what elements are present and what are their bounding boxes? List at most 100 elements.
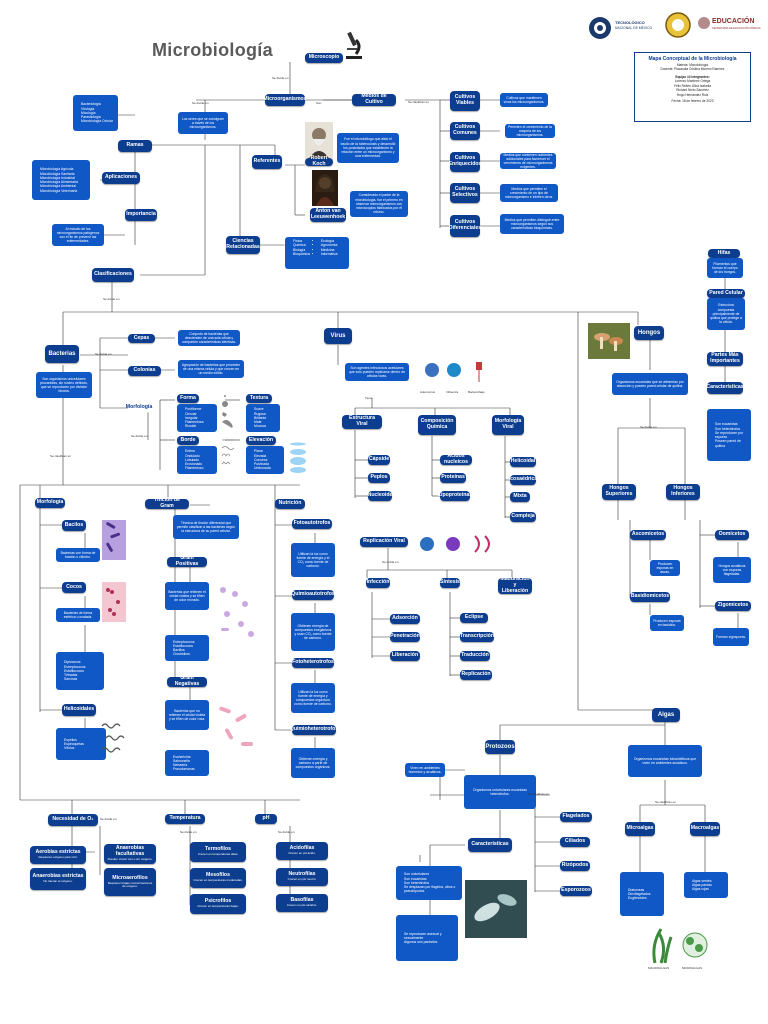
info-teacher: Docente: Placaudia Cristina Moreno Ramír… [660, 67, 725, 72]
node-cultivos-selectivos: Cultivos Selectivos [450, 183, 480, 203]
node-fotoheterotrofos: Fotoheterotrofos [292, 658, 334, 668]
node-ciliados: Ciliados [560, 837, 590, 847]
ramas-list: BacteriologíaVirologíaMicologíaParasitol… [73, 95, 118, 131]
cocos-definition: Bacterias de forma esférica u ovalada. [56, 608, 100, 622]
page-title: Microbiología [152, 40, 273, 60]
caracteristicas-protozoos-list: Son unicelularesSon eucariotasSon heteró… [396, 866, 462, 900]
cocos-image [102, 582, 126, 622]
importancia-definition: Al estudio de los microorganismos patóge… [52, 224, 104, 246]
node-sintesis: Síntesis [440, 578, 460, 588]
node-quimioautotrofos: Quimioautotrofos [291, 590, 335, 600]
fotoautotrofos-definition: Utilizan la luz como fuente de energía y… [291, 543, 335, 577]
robert-koch-portrait [305, 122, 333, 160]
connector-label: Se divide en [103, 297, 120, 301]
tecnm-logo-text-2: NACIONAL DE MÉXICO [615, 26, 653, 30]
node-hongos: Hongos [634, 326, 664, 340]
node-hongos-inferiores: Hongos Inferiores [666, 484, 700, 500]
node-estructura-viral: Estructura Viral [342, 415, 382, 429]
caption-influenza: Influenza [446, 390, 459, 394]
node-cocos: Cocos [62, 582, 86, 593]
node-acidos-nucleicos: Ácidos nucleicos [440, 453, 472, 465]
node-referentes: Referentes [252, 155, 282, 169]
info-date: Fecha: 18 de febrero de 2023 [671, 99, 714, 104]
pared-definition: Estructura compuesta principalmente de q… [707, 298, 745, 330]
connector-label: Se divide en [272, 76, 289, 80]
node-algas: Algas [652, 708, 680, 722]
node-cultivos-enriquecidos: Cultivos Enriquecidos [449, 152, 481, 172]
connector-label: Se divide en [640, 425, 657, 429]
node-forma: Forma [177, 394, 199, 403]
quimioheterotrofos-definition: Obtienen energía y carbono a partir de c… [291, 748, 335, 778]
node-elevacion: Elevación [246, 436, 276, 445]
caption-adenovirus: Adenovirus [420, 390, 436, 394]
connector-label: Se clasifican en [528, 792, 550, 796]
node-mixta: Mixta [510, 492, 530, 502]
cepas-definition: Conjunto de bacterias que descienden de … [178, 330, 240, 346]
textura-list: SuaveRugosaBrillanteMateMucosa [246, 404, 280, 432]
bacilos-image [102, 520, 126, 560]
colonias-definition: Agrupación de bacterias que proceden de … [178, 360, 244, 378]
selectivos-definition: Medios que permiten el crecimiento de un… [500, 184, 558, 202]
node-cepas: Cepas [128, 334, 155, 343]
node-basidiomicetos: Basidiomicetos [630, 592, 670, 602]
fotoheterotrofos-definition: Utilizan la luz como fuente de energía y… [291, 683, 335, 713]
macroalgae-image [652, 928, 673, 964]
node-helicoidal: Helicoidal [510, 457, 536, 467]
connector-label: Se divide en [382, 560, 399, 564]
node-adsorcion: Adsorción [390, 614, 420, 624]
node-replicacion: Replicación [460, 670, 492, 680]
node-protozoos: Protozoos [485, 740, 515, 754]
node-ascomicetos: Ascomicetos [630, 530, 666, 540]
gram-negative-image [219, 706, 253, 746]
virus-types-illustration [420, 535, 490, 553]
node-tincion-gram: Tinción de Gram [145, 497, 189, 509]
info-member: Hugo Hernández Ruiz [676, 92, 709, 97]
caption-macroalgas: MACROALGAS [648, 966, 670, 970]
node-lipoproteinas: Lipoproteínas [438, 491, 472, 501]
node-oomicetos: Oomicetos [715, 530, 749, 540]
microalgae-image [682, 932, 708, 958]
node-compleja: Compleja [510, 512, 536, 522]
node-fotoautotrofos: Fotoautotrofos [292, 519, 332, 529]
node-gram-positivas: Gram Positivas [167, 555, 207, 567]
info-title: Mapa Conceptual de la Microbiología [648, 56, 737, 62]
cocos-list: DiplococosEstreptococosEstafilococosTétr… [56, 652, 104, 690]
node-eclipse: Eclipse [460, 613, 488, 623]
node-macroalgas: Macroalgas [690, 822, 720, 836]
info-team-title: Equipo #4 Integrantes: [675, 74, 710, 79]
node-hifas: Hifas [708, 249, 740, 258]
node-borde: Borde [177, 436, 199, 445]
node-bacterias: Bacterias [45, 345, 79, 363]
connector-label: Se divide en [278, 830, 295, 834]
ciencias-list: FísicaQuímicaBiologíaBioquímica Ecología… [285, 237, 349, 269]
leeuwenhoek-definition: Considerado el padre de la microbiología… [350, 191, 408, 217]
helicoidales-list: EspirilosEspiroquetasVibrios [56, 728, 106, 760]
oomicetos-definition: Hongos acuáticos con esporas flageladas. [713, 557, 751, 583]
tecnm-logo [588, 10, 612, 46]
node-capside: Cápside [368, 455, 390, 465]
node-hongos-superiores: Hongos Superiores [602, 484, 636, 500]
node-ramas: Ramas [118, 140, 152, 152]
caption-bacteriofago: Bacteriófago [468, 390, 485, 394]
node-maduracion-liberacion: Maduración y Liberación [498, 576, 532, 594]
leeuwenhoek-portrait [312, 170, 338, 206]
node-colonias: Colonias [128, 366, 161, 376]
quimioautotrofos-definition: Obtienen energía de compuestos inorgánic… [291, 613, 335, 651]
colony-borders-illustration [221, 439, 235, 465]
node-rizopodos: Rizópodos [560, 861, 590, 871]
connector-label: Se divide en [100, 817, 117, 821]
node-microalgas: Microalgas [625, 822, 655, 836]
node-gram-negativas: Gram Negativas [167, 675, 207, 687]
info-member: Lorenzo Martínez Ortega [674, 79, 711, 84]
protozoos-definition: Organismos unicelulares eucariotas heter… [464, 775, 536, 809]
node-composicion-quimica: Composición Química [418, 415, 456, 435]
node-zigomicetos: Zigomicetos [715, 601, 751, 611]
node-cultivos-diferenciales: Cultivos Diferenciales [449, 215, 481, 237]
node-caracteristicas-hongos: Características [706, 382, 744, 394]
node-necesidad-oxigeno: Necesidad de O₂ [48, 814, 98, 826]
